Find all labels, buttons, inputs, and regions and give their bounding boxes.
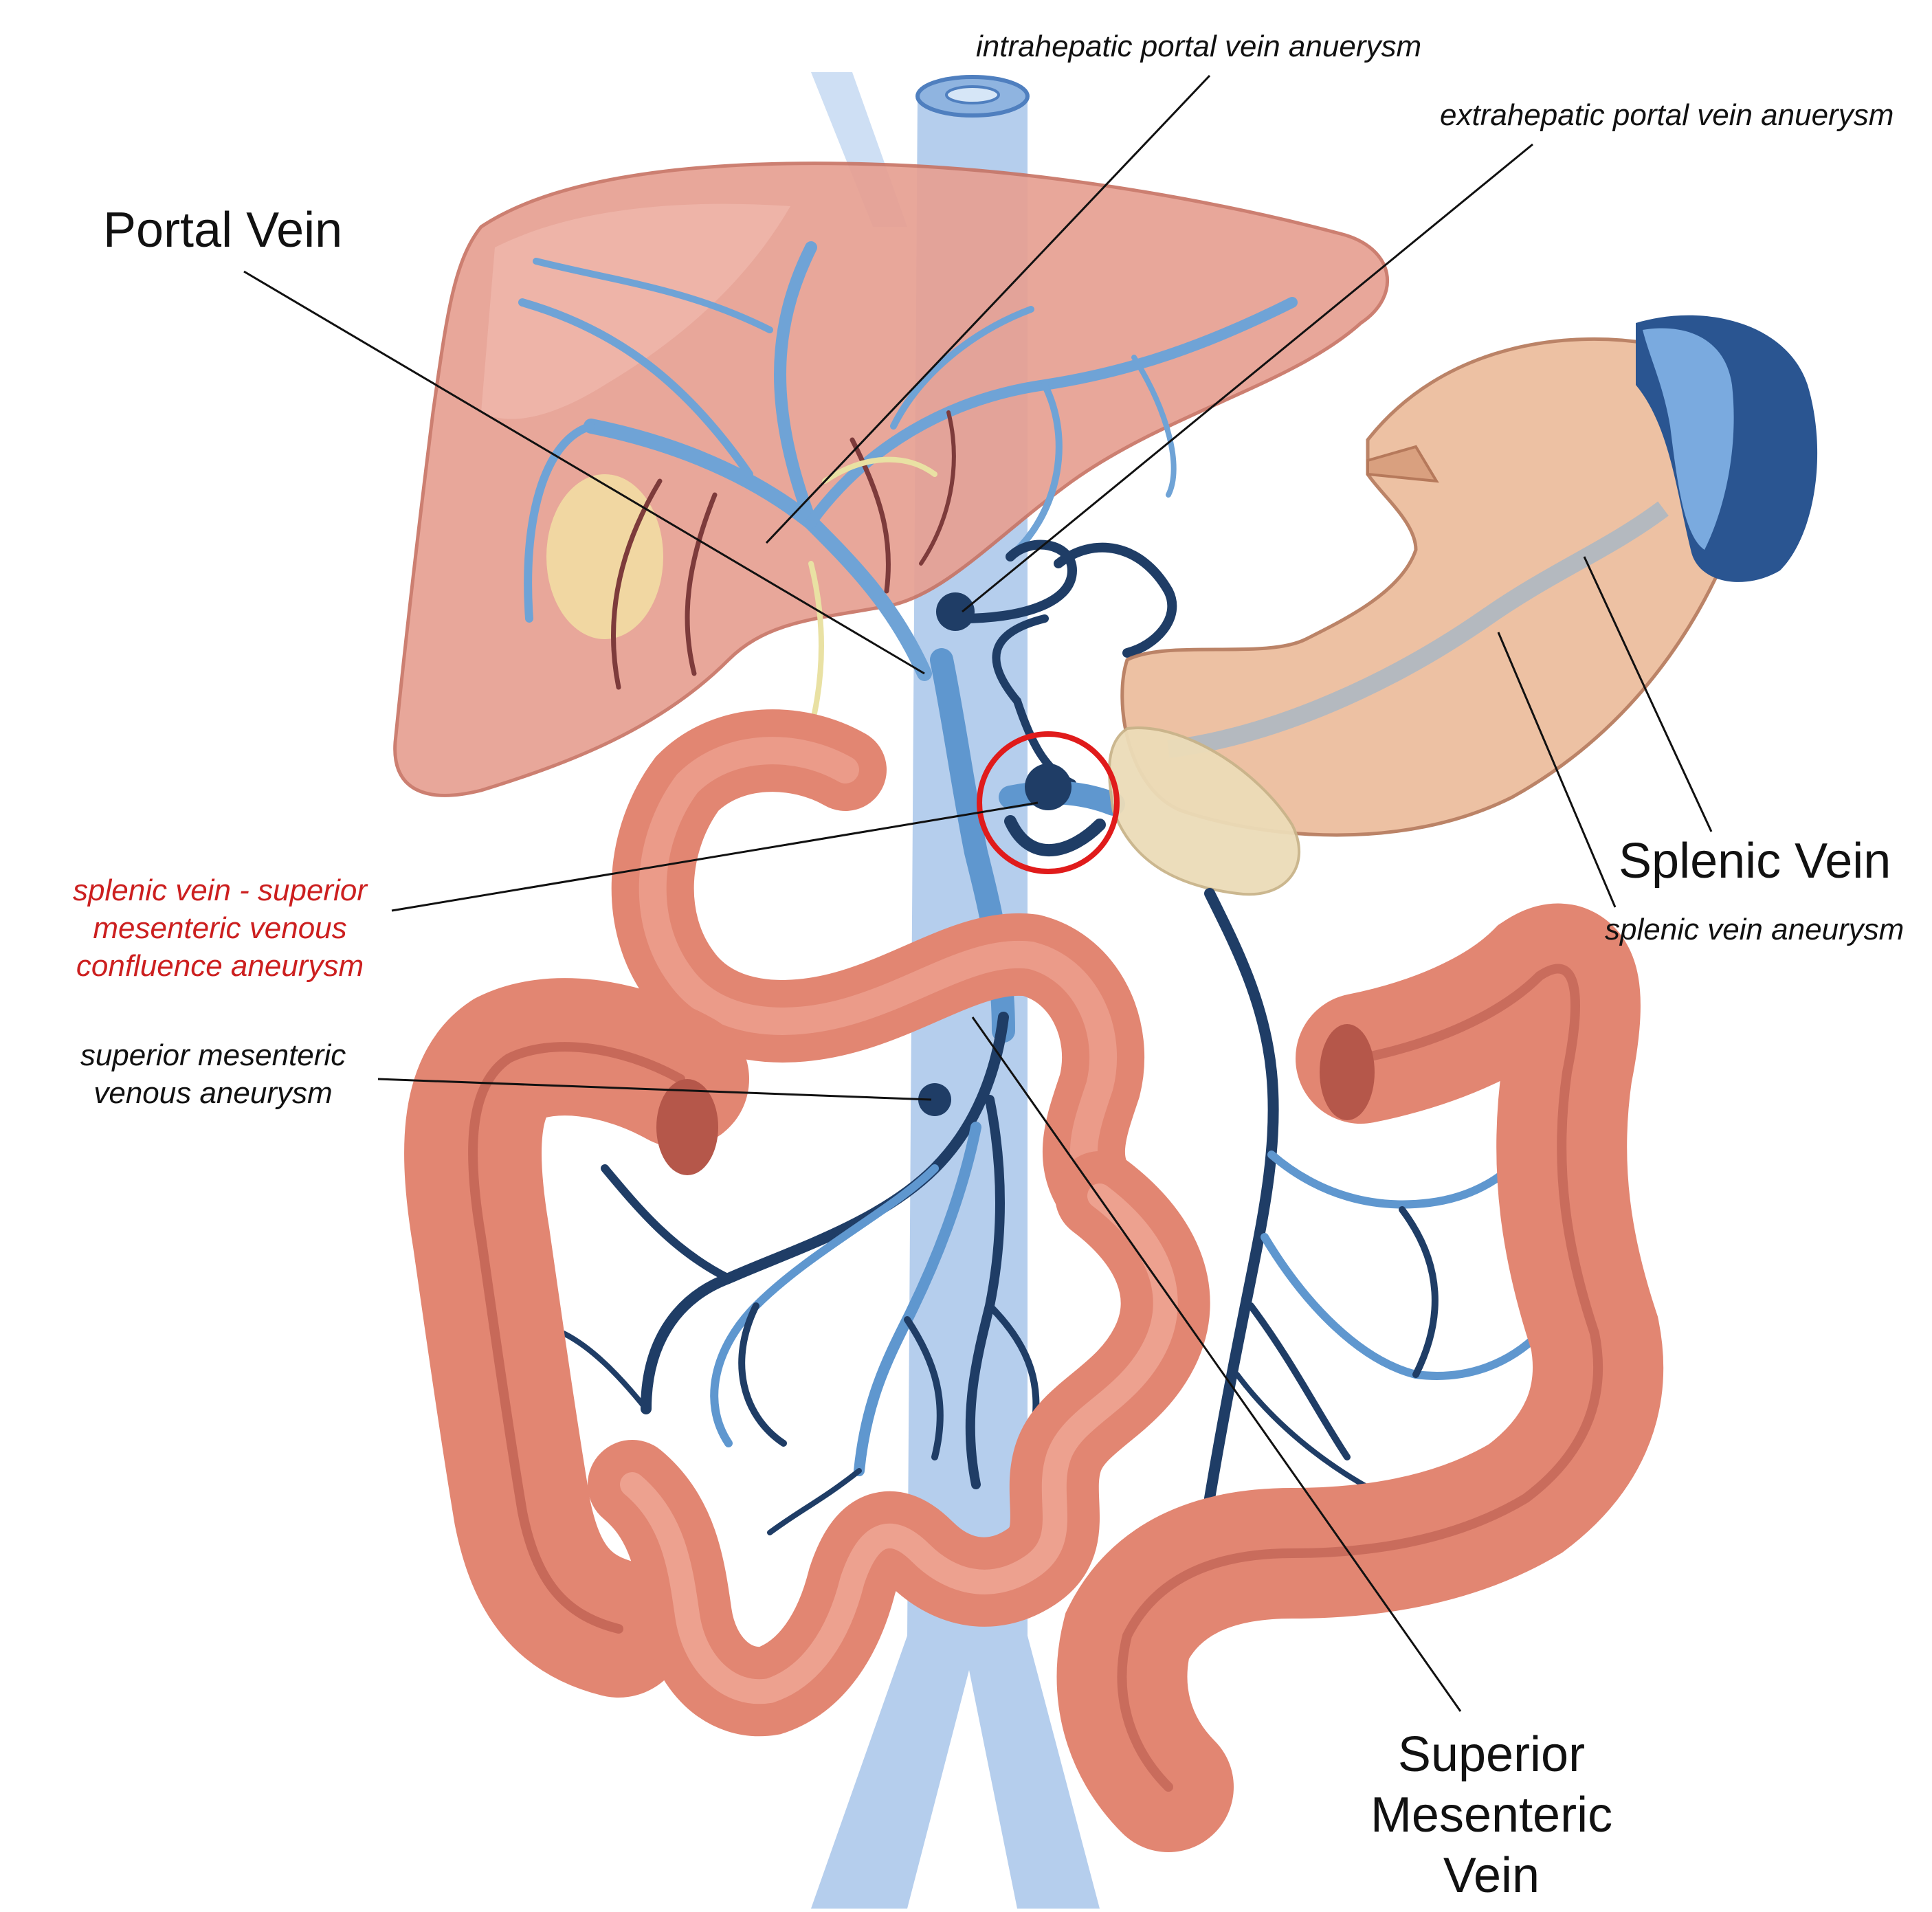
label-smv-aneurysm-line-1: superior mesenteric: [62, 1036, 364, 1074]
extrahepatic-aneurysm-bulge: [936, 592, 975, 631]
label-extrahepatic-aneurysm: extrahepatic portal vein anuerysm: [1440, 96, 1894, 134]
label-portal-vein: Portal Vein: [103, 201, 342, 260]
gallbladder: [546, 474, 663, 639]
label-confluence-line-2: mesenteric venous: [41, 909, 399, 947]
label-superior-mesenteric-vein: Superior Mesenteric Vein: [1333, 1725, 1650, 1906]
label-smv-line-3: Vein: [1333, 1846, 1650, 1907]
label-smv-aneurysm: superior mesenteric venous aneurysm: [62, 1036, 364, 1112]
colon-lumen-left: [656, 1079, 718, 1175]
descending-colon: [1122, 968, 1599, 1787]
colon-lumen-right: [1320, 1024, 1375, 1120]
label-confluence-line-1: splenic vein - superior: [41, 871, 399, 909]
label-confluence-aneurysm: splenic vein - superior mesenteric venou…: [41, 871, 399, 985]
label-smv-aneurysm-line-2: venous aneurysm: [62, 1074, 364, 1112]
label-smv-line-2: Mesenteric: [1333, 1786, 1650, 1846]
label-confluence-line-3: confluence aneurysm: [41, 947, 399, 985]
label-intrahepatic-aneurysm: intrahepatic portal vein anuerysm: [976, 27, 1421, 65]
label-splenic-vein: Splenic Vein: [1619, 832, 1891, 891]
label-splenic-vein-aneurysm: splenic vein aneurysm: [1605, 911, 1904, 948]
label-smv-line-1: Superior: [1333, 1725, 1650, 1786]
